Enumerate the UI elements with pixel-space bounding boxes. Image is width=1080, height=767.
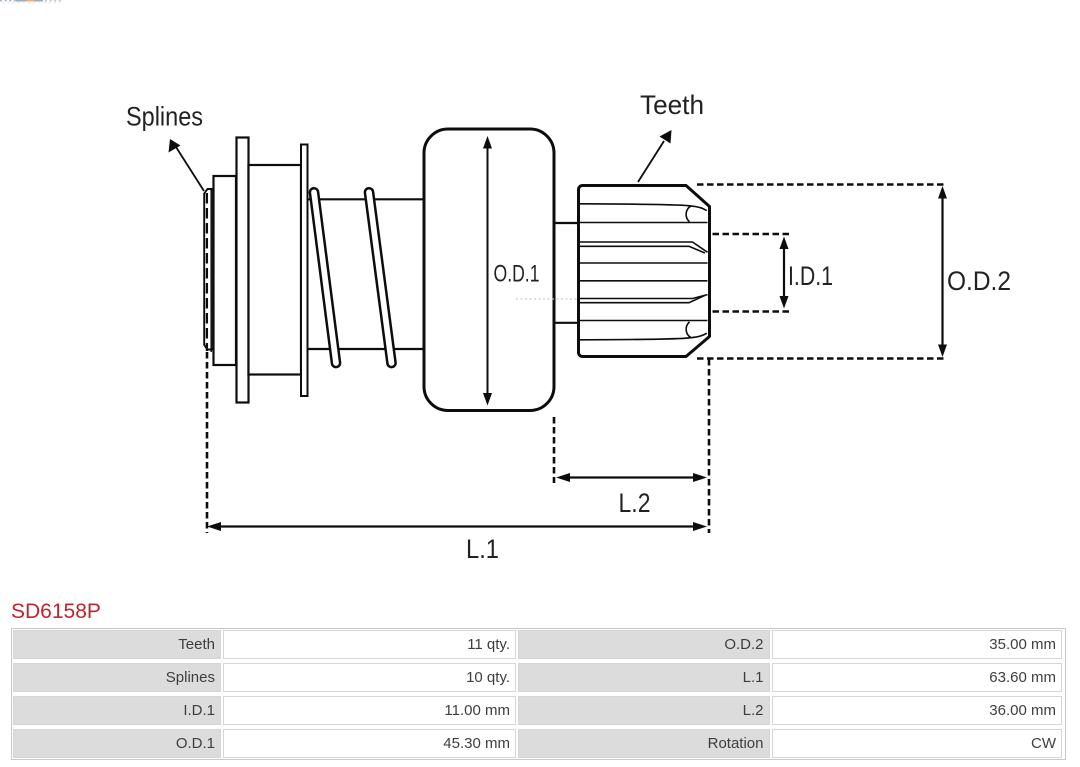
svg-text:Teeth: Teeth bbox=[640, 90, 704, 120]
svg-text:O.D.1: O.D.1 bbox=[494, 261, 540, 288]
svg-text:L.1: L.1 bbox=[466, 534, 499, 564]
svg-text:I.D.1: I.D.1 bbox=[788, 261, 833, 291]
svg-text:O.D.2: O.D.2 bbox=[947, 266, 1011, 296]
svg-text:L.2: L.2 bbox=[619, 488, 651, 518]
svg-text:Splines: Splines bbox=[126, 102, 203, 132]
